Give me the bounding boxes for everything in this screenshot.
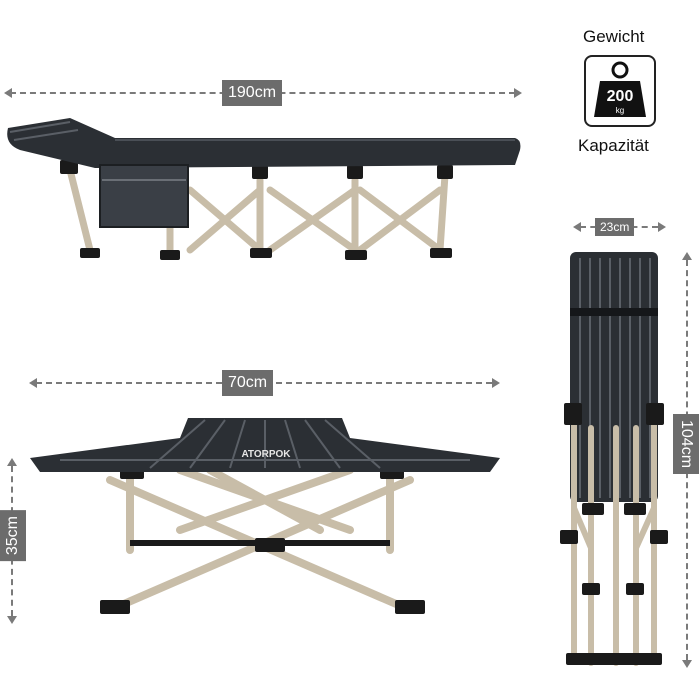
folded-width-label: 23cm [595,218,635,236]
height-arrow-down [7,616,17,624]
height-arrow-up [7,458,17,466]
folded-joints [560,403,668,665]
folded-length-arrow-up [682,252,692,260]
weight-caption: Kapazität [578,136,649,155]
width-arrow-right [492,378,500,388]
front-brand-logo: ATORPOK [241,449,291,460]
cot-folded-view [560,252,668,666]
weight-title: Gewicht [583,27,645,46]
folded-width-arrow-left [573,222,581,232]
length-arrow-left [4,88,12,98]
width-arrow-left [29,378,37,388]
cot-front-view: ATORPOK [30,418,500,614]
height-label: 35cm [0,510,26,562]
kettlebell-icon [594,61,646,117]
cot-side-view [7,118,521,260]
folded-width-arrow-right [658,222,666,232]
weight-icon-box: 200 kg [584,55,656,127]
side-fabric [7,118,521,168]
folded-length-arrow-down [682,660,692,668]
weight-value: 200 [606,88,634,105]
folded-length-label: 104cm [673,414,699,475]
side-joints [60,160,453,260]
length-arrow-right [514,88,522,98]
side-pocket [99,164,189,228]
weight-unit: kg [615,106,625,115]
width-label: 70cm [222,370,274,396]
length-label: 190cm [222,80,283,106]
